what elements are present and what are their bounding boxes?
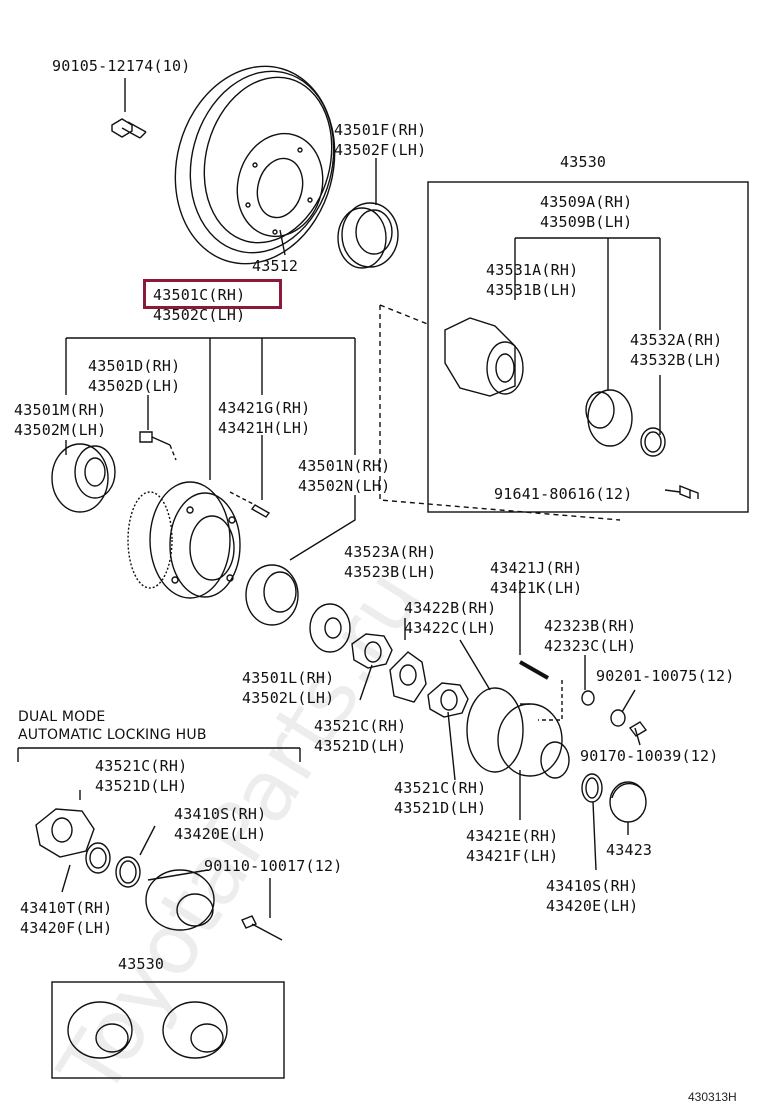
label-washer-42323[interactable]: 42323B(RH)42323C(LH) <box>544 617 637 655</box>
bottom-hub-left-drawing <box>67 1001 133 1059</box>
lock-washer-drawing <box>309 603 351 653</box>
label-kit-top[interactable]: 43530 <box>560 153 607 171</box>
brake-rotor-drawing <box>174 65 336 265</box>
dual-snap-ring-drawing <box>115 856 141 888</box>
kit-bolt-drawing <box>679 484 699 500</box>
label-ring-43410t[interactable]: 43410T(RH)43420F(LH) <box>20 899 113 937</box>
bolt-drawing <box>111 118 147 139</box>
label-nut-43521-c[interactable]: 43521C(RH)43521D(LH) <box>95 757 188 795</box>
washer-small-drawing <box>581 690 595 706</box>
kit-ring-drawing <box>640 427 666 457</box>
label-bearing-outer[interactable]: 43501M(RH)43502M(LH) <box>14 401 107 439</box>
tab-washer-drawing <box>389 651 427 703</box>
label-nut-90170[interactable]: 90170-10039(12) <box>580 747 719 765</box>
label-lock-43501l[interactable]: 43501L(RH)43502L(LH) <box>242 669 335 707</box>
hex-nut-drawing <box>351 633 393 669</box>
label-stud-bolt[interactable]: 43501D(RH)43502D(LH) <box>88 357 181 395</box>
label-kit-bottom[interactable]: 43530 <box>118 955 165 973</box>
nut-small-drawing <box>610 709 648 737</box>
oil-seal-drawing <box>337 202 399 269</box>
label-flange[interactable]: 43421E(RH)43421F(LH) <box>466 827 559 865</box>
label-clutch-a[interactable]: 43531A(RH)43531B(LH) <box>486 261 579 299</box>
dual-nut-drawing <box>35 808 95 858</box>
label-stud-43421[interactable]: 43421J(RH)43421K(LH) <box>490 559 583 597</box>
label-seal-top[interactable]: 43501F(RH)43502F(LH) <box>334 121 427 159</box>
kit-clutch-drawing <box>585 389 633 447</box>
dual-hub-drawing <box>145 869 215 931</box>
label-pin[interactable]: 43421G(RH)43421H(LH) <box>218 399 311 437</box>
hub-cap-drawing <box>609 781 647 823</box>
label-hub-assy[interactable]: 43501C(RH)43502C(LH) <box>153 286 246 324</box>
flange-stud-drawing <box>519 660 563 721</box>
label-nut-43521-b[interactable]: 43521C(RH)43521D(LH) <box>394 779 487 817</box>
kit-hub-body-drawing <box>444 317 524 397</box>
label-snap-43410s-b[interactable]: 43410S(RH)43420E(LH) <box>546 877 639 915</box>
stud-bolt-drawing <box>139 431 177 461</box>
diagram-code: 430313H <box>688 1090 737 1104</box>
snap-ring-drawing <box>581 773 603 803</box>
label-rotor[interactable]: 43512 <box>252 257 299 275</box>
label-washer-43422[interactable]: 43422B(RH)43422C(LH) <box>404 599 497 637</box>
label-nut-90201[interactable]: 90201-10075(12) <box>596 667 735 685</box>
outer-bearing-drawing <box>51 443 116 513</box>
highlight-box <box>143 279 282 309</box>
label-cap[interactable]: 43423 <box>606 841 653 859</box>
label-clutch-b[interactable]: 43532A(RH)43532B(LH) <box>630 331 723 369</box>
inner-bearing-drawing <box>245 564 299 626</box>
label-nut-43521-a[interactable]: 43521C(RH)43521D(LH) <box>314 717 407 755</box>
drive-flange-drawing <box>466 687 570 779</box>
label-bolt-90110[interactable]: 90110-10017(12) <box>204 857 343 875</box>
label-washer-43523[interactable]: 43523A(RH)43523B(LH) <box>344 543 437 581</box>
hex-nut-2-drawing <box>427 682 469 718</box>
label-bearing-inner[interactable]: 43501N(RH)43502N(LH) <box>298 457 391 495</box>
dual-bolt-drawing <box>241 915 283 941</box>
label-bolt-kit[interactable]: 91641-80616(12) <box>494 485 633 503</box>
label-hub-body[interactable]: 43509A(RH)43509B(LH) <box>540 193 633 231</box>
axle-hub-drawing <box>127 481 241 599</box>
label-bolt-top[interactable]: 90105-12174(10) <box>52 57 191 75</box>
label-snap-43410s-a[interactable]: 43410S(RH)43420E(LH) <box>174 805 267 843</box>
bottom-hub-right-drawing <box>162 1001 228 1059</box>
dual-ring-drawing <box>85 842 111 874</box>
pin-drawing <box>229 491 271 518</box>
